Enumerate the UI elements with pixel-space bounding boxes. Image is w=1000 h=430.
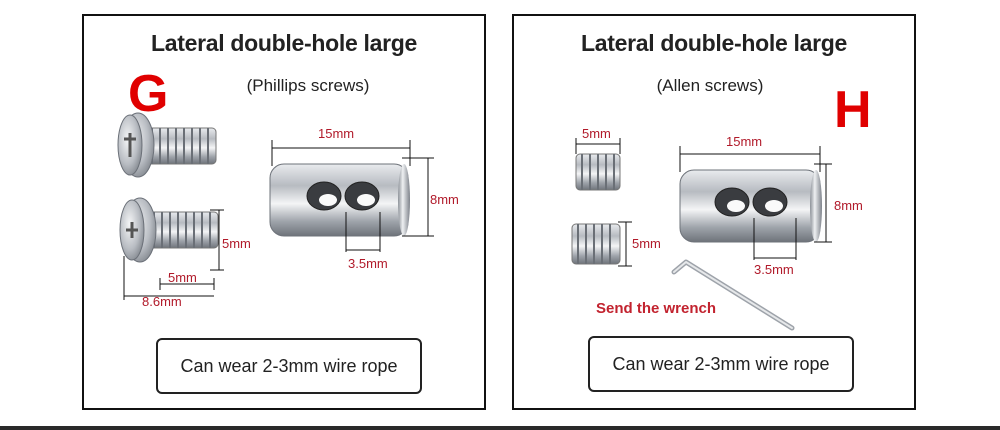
dim-length: 15mm bbox=[726, 134, 763, 149]
cylinder-clamp-icon bbox=[269, 163, 410, 237]
dim-length: 15mm bbox=[318, 126, 355, 141]
dim-hole: 3.5mm bbox=[754, 262, 794, 277]
phillips-screw-icon bbox=[119, 197, 219, 263]
caption-box: Can wear 2-3mm wire rope bbox=[588, 336, 854, 392]
phillips-product-illustration bbox=[117, 112, 434, 300]
panel-allen: Lateral double-hole large H (Allen screw… bbox=[512, 14, 916, 410]
allen-product-illustration bbox=[571, 138, 832, 331]
dim-hole: 3.5mm bbox=[348, 256, 388, 271]
dim-height: 8mm bbox=[834, 198, 863, 213]
hex-wrench-icon bbox=[671, 259, 795, 331]
dim-set-screw-top: 5mm bbox=[582, 126, 611, 141]
variant-letter: H bbox=[834, 81, 872, 139]
set-screw-icon bbox=[575, 153, 621, 191]
caption-box: Can wear 2-3mm wire rope bbox=[156, 338, 422, 394]
panel-title: Lateral double-hole large bbox=[151, 30, 417, 56]
dim-thread-width: 5mm bbox=[168, 270, 197, 285]
bottom-divider bbox=[0, 426, 1000, 430]
panel-subtitle: (Allen screws) bbox=[656, 76, 764, 95]
panel-title: Lateral double-hole large bbox=[581, 30, 847, 56]
cylinder-clamp-icon bbox=[679, 169, 822, 243]
dim-set-screw-side: 5mm bbox=[632, 236, 661, 251]
panel-subtitle: (Phillips screws) bbox=[246, 76, 370, 95]
wrench-label: Send the wrench bbox=[596, 300, 717, 317]
dim-screw-total: 8.6mm bbox=[142, 294, 182, 309]
panel-phillips: Lateral double-hole large G (Phillips sc… bbox=[82, 14, 486, 410]
phillips-screw-icon bbox=[117, 112, 217, 178]
dim-thread-height: 5mm bbox=[222, 236, 251, 251]
set-screw-icon bbox=[571, 223, 621, 265]
dim-height: 8mm bbox=[430, 192, 459, 207]
